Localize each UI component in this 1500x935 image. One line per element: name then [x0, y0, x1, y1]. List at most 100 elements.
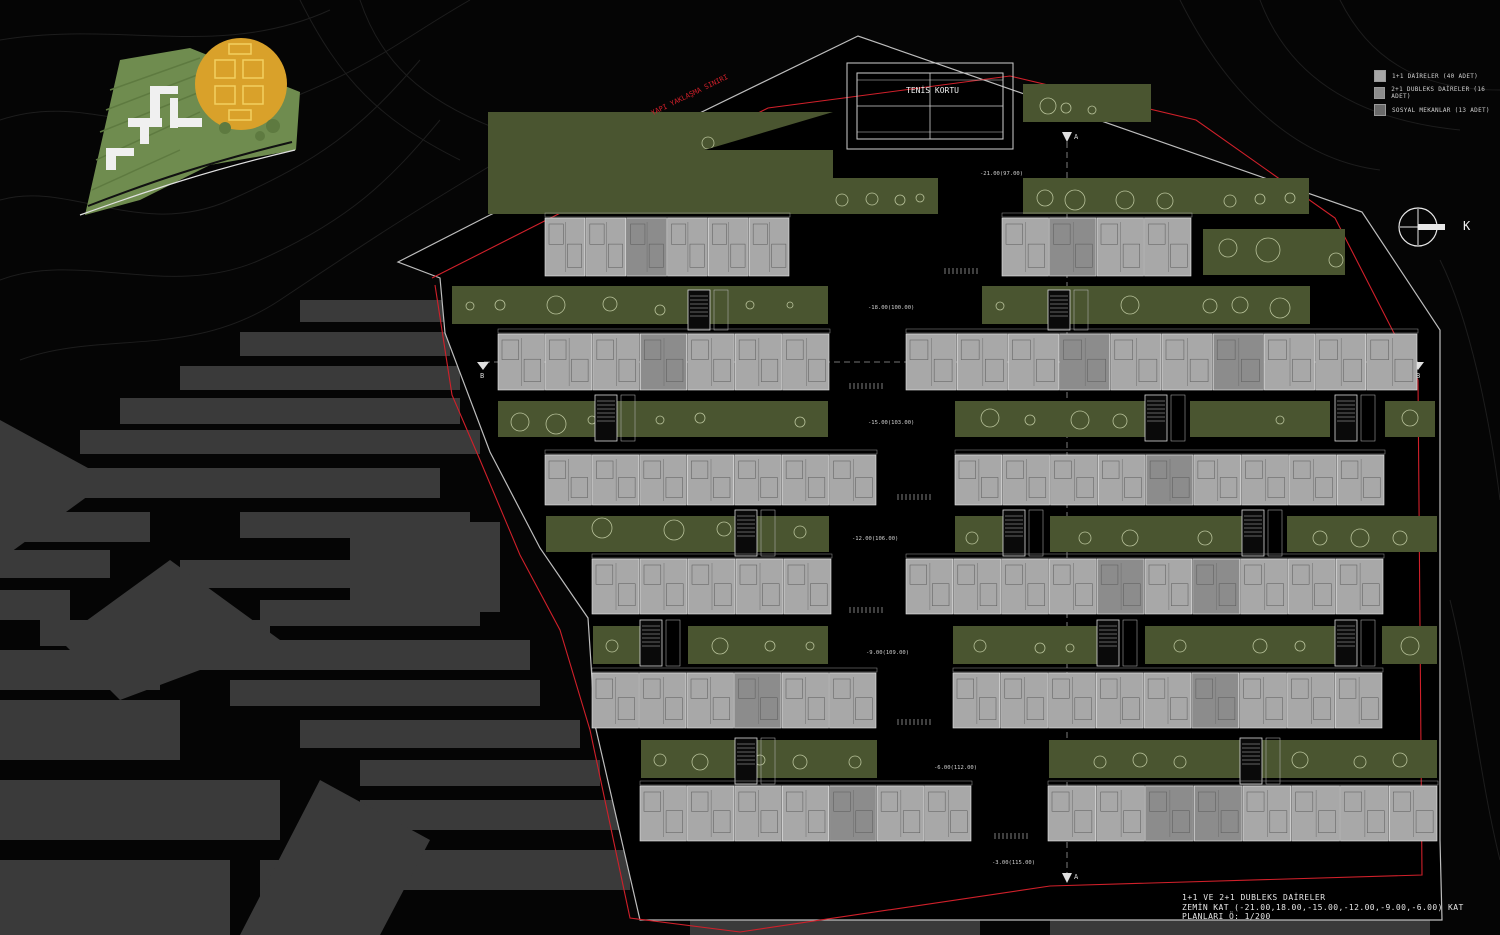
unit-room — [1100, 564, 1119, 585]
unit-room — [1267, 477, 1285, 498]
neighbour-block — [0, 590, 70, 620]
apartment-unit — [497, 333, 545, 391]
terrace-edge — [544, 449, 878, 455]
housing-strip — [954, 449, 1386, 506]
apartment-unit — [686, 672, 734, 729]
access-ramp — [897, 719, 931, 725]
tree-canopy — [848, 755, 862, 769]
unit-room — [1268, 339, 1287, 360]
unit-room — [760, 477, 778, 498]
neighbour-block — [120, 398, 460, 424]
unit-room — [671, 223, 687, 245]
tree-canopy — [1350, 528, 1370, 548]
unit-room — [1012, 339, 1031, 360]
unit-room — [1053, 223, 1071, 245]
drawing-subtitle: ZEMİN KAT (-21.00,18.00,-15.00,-12.00,-9… — [1182, 903, 1464, 921]
unit-room — [1219, 477, 1238, 498]
garden-area — [688, 626, 828, 664]
elevator-shaft — [1073, 289, 1089, 331]
unit-room — [738, 460, 756, 479]
garden-area — [593, 626, 641, 664]
apartment-unit — [1335, 558, 1384, 615]
terrace-edge — [591, 553, 833, 559]
garden-area — [982, 286, 1310, 324]
apartment-unit — [1193, 454, 1241, 506]
terrace-edge — [954, 449, 1386, 455]
unit-room — [1362, 583, 1380, 606]
unit-room — [1148, 564, 1166, 585]
unit-room — [1165, 339, 1185, 360]
tree-canopy — [691, 753, 709, 771]
garden-area — [1145, 626, 1335, 664]
unit-room — [928, 791, 946, 812]
terrace-edge — [1001, 212, 1193, 218]
level-label-21: -21.00(97.00) — [980, 171, 1024, 177]
unit-room — [1269, 810, 1288, 833]
unit-room — [807, 477, 826, 498]
unit-room — [787, 564, 806, 585]
tree-canopy — [965, 531, 979, 545]
unit-room — [1063, 339, 1082, 360]
level-label-6: -6.00(112.00) — [934, 765, 978, 771]
tree-canopy — [1039, 97, 1057, 115]
garden-area — [1023, 84, 1151, 122]
apartment-unit — [1288, 558, 1336, 615]
level-label-18: -18.00(100.00) — [868, 305, 915, 311]
unit-room — [902, 810, 921, 833]
housing-strip — [1047, 780, 1439, 842]
unit-room — [979, 583, 998, 606]
unit-room — [1171, 583, 1189, 606]
elevator-shaft — [1028, 509, 1044, 557]
duplex-unit — [1191, 672, 1239, 729]
garden-strip — [488, 150, 833, 214]
unit-room — [985, 358, 1004, 382]
apartment-unit — [1096, 672, 1144, 729]
apartment-unit — [1002, 454, 1050, 506]
housing-strip — [1001, 212, 1193, 277]
unit-room — [786, 791, 804, 812]
garden-strip — [1385, 401, 1435, 437]
garden-area — [1385, 401, 1435, 437]
apartment-unit — [1340, 785, 1389, 842]
unit-room — [808, 810, 826, 833]
tree-canopy — [1197, 530, 1213, 546]
tree-canopy — [1392, 752, 1408, 768]
apartment-unit — [829, 672, 877, 729]
apartment-unit — [953, 558, 1001, 615]
unit-room — [1005, 223, 1023, 245]
housing-strip — [639, 780, 973, 842]
terrace-edge — [905, 328, 1419, 334]
elevator-shaft — [713, 289, 729, 331]
unit-room — [1244, 564, 1262, 585]
access-ramp — [849, 383, 883, 389]
legend-item-social: SOSYAL MEKANLAR (13 ADET) — [1374, 104, 1490, 116]
unit-room — [933, 358, 953, 382]
garden-strip — [1023, 178, 1309, 214]
apartment-unit — [1239, 672, 1287, 729]
tree-canopy — [792, 754, 808, 770]
apartment-unit — [1366, 333, 1418, 391]
stair-shaft — [734, 737, 758, 785]
stair-shaft — [639, 619, 663, 667]
apartment-unit — [1000, 672, 1048, 729]
unit-room — [1074, 810, 1093, 833]
unit-room — [833, 678, 851, 699]
neighbour-block — [360, 760, 600, 786]
unit-room — [648, 243, 664, 268]
unit-room — [956, 678, 974, 699]
legend-item-1plus1: 1+1 DAİRELER (40 ADET) — [1374, 70, 1478, 82]
garden-strip — [955, 401, 1145, 437]
neighbour-block — [240, 780, 430, 935]
tree-canopy — [1252, 638, 1268, 654]
unit-room — [771, 243, 787, 268]
unit-room — [665, 810, 683, 833]
stair-shaft — [1002, 509, 1026, 557]
tree-canopy — [1093, 755, 1107, 769]
unit-room — [643, 564, 662, 585]
apartment-unit — [1240, 558, 1288, 615]
unit-room — [1292, 564, 1310, 585]
apartment-unit — [735, 558, 784, 615]
duplex-unit — [626, 217, 667, 277]
unit-room — [630, 223, 646, 245]
unit-room — [1292, 358, 1311, 382]
